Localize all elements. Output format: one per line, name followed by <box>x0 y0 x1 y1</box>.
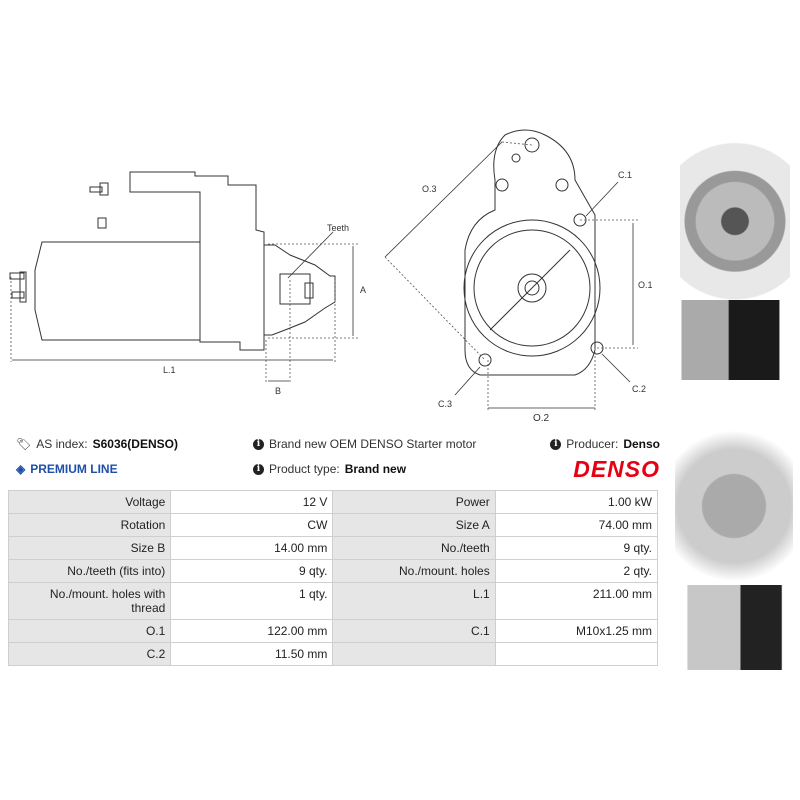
spec-label: L.1 <box>332 582 496 620</box>
spec-label: Rotation <box>7 513 172 537</box>
spec-label: Size B <box>7 536 172 560</box>
spec-value: 14.00 mm <box>170 536 334 560</box>
front-view-diagram: O.3 C.1 O.1 C.2 C.3 O.2 <box>384 129 653 424</box>
spec-label: Voltage <box>7 490 172 514</box>
label-b: B <box>275 386 281 396</box>
side-view-diagram: Teeth A L.1 B <box>9 171 366 396</box>
spec-label: C.1 <box>332 619 496 643</box>
label-o1: O.1 <box>638 280 653 290</box>
info-icon: i <box>253 438 264 450</box>
spec-label: O.1 <box>7 619 172 643</box>
spec-label <box>332 642 496 666</box>
label-a: A <box>360 285 366 295</box>
spec-value: 2 qty. <box>494 559 659 583</box>
spec-value: 74.00 mm <box>494 513 659 537</box>
label-l1: L.1 <box>163 365 176 375</box>
product-type: i Product type: Brand new <box>253 462 406 476</box>
denso-logo: DENSO <box>573 456 660 482</box>
spec-value: 1 qty. <box>170 582 334 620</box>
as-index-value: S6036(DENSO) <box>92 437 178 451</box>
spec-label: Size A <box>332 513 496 537</box>
spec-label: No./teeth <box>332 536 496 560</box>
product-photo-front <box>680 125 790 300</box>
spec-value: 9 qty. <box>170 559 334 583</box>
label-c2: C.2 <box>632 384 646 394</box>
producer: i Producer: Denso <box>550 437 660 451</box>
spec-label: No./mount. holes <box>332 559 496 583</box>
label-o2: O.2 <box>533 413 550 424</box>
product-photo-side <box>675 300 793 380</box>
label-teeth: Teeth <box>327 223 349 233</box>
spec-value: M10x1.25 mm <box>494 619 659 643</box>
as-index: 🏷 AS index: S6036(DENSO) <box>16 437 178 451</box>
spec-value: 211.00 mm <box>494 582 659 620</box>
info-icon: i <box>253 463 264 475</box>
product-photo-side-2 <box>675 585 793 670</box>
description: i Brand new OEM DENSO Starter motor <box>253 437 476 451</box>
spec-value: 9 qty. <box>494 536 659 560</box>
spec-value: CW <box>170 513 334 537</box>
label-c1: C.1 <box>618 170 632 180</box>
spec-label: No./teeth (fits into) <box>7 559 172 583</box>
spec-label: Power <box>332 490 496 514</box>
label-o3: O.3 <box>422 184 437 194</box>
spec-row: No./teeth (fits into)9 qty.No./mount. ho… <box>7 559 659 583</box>
premium-line-badge: ◈ PREMIUM LINE <box>16 462 118 476</box>
product-photo-rear <box>675 395 793 580</box>
spec-value: 122.00 mm <box>170 619 334 643</box>
spec-label: C.2 <box>7 642 172 666</box>
spec-value: 11.50 mm <box>170 642 334 666</box>
spec-label: No./mount. holes with thread <box>7 582 172 620</box>
diamond-icon: ◈ <box>16 462 26 476</box>
tag-icon: 🏷 <box>16 437 32 451</box>
info-icon: i <box>550 438 562 450</box>
spec-value: 12 V <box>170 490 334 514</box>
spec-value <box>494 642 659 666</box>
label-c3: C.3 <box>438 399 452 409</box>
spec-value: 1.00 kW <box>494 490 659 514</box>
